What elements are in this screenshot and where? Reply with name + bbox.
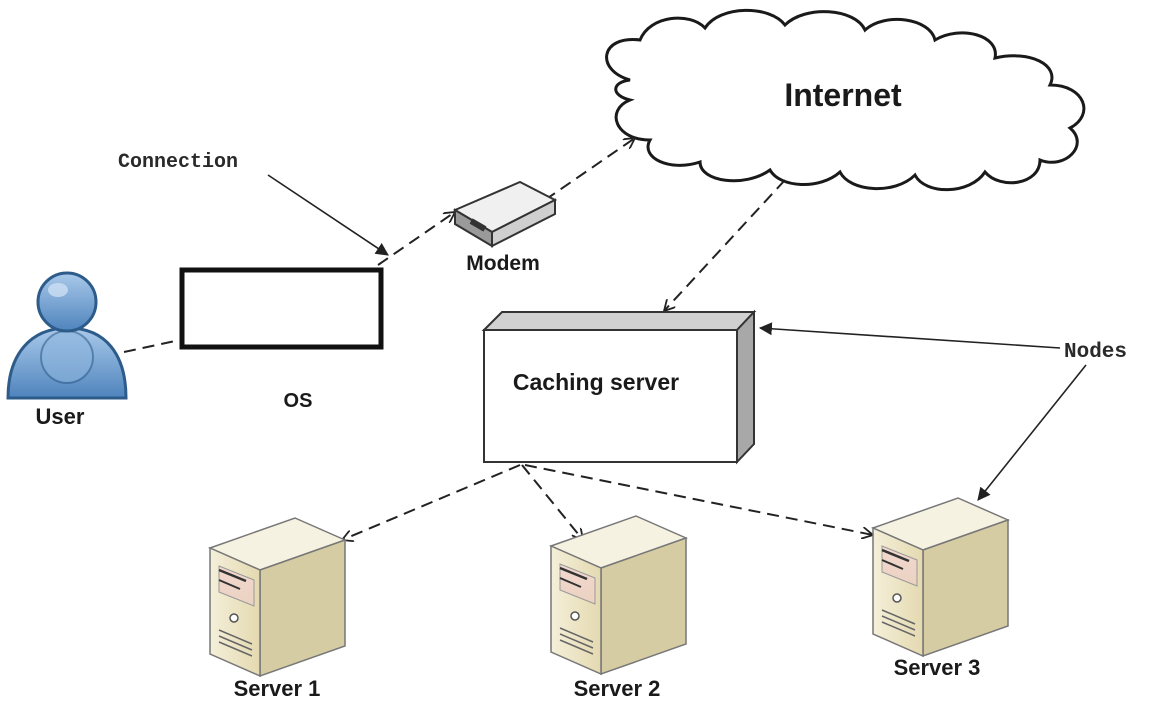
- caching-server-node: Caching server: [481, 309, 757, 465]
- server-tower-icon: [870, 497, 1011, 658]
- link-cache-server1: [342, 464, 521, 540]
- link-user-os: [123, 339, 181, 353]
- server-1-label: Server 1: [234, 676, 321, 701]
- server-2-label: Server 2: [574, 676, 661, 701]
- internet-cloud: Internet: [605, 8, 1086, 192]
- cache-box-side: [736, 309, 755, 465]
- nodes-pointer-server3: [977, 364, 1087, 501]
- server-tower-icon: [548, 515, 689, 676]
- link-internet-cache: [664, 179, 786, 311]
- internet-label: Internet: [784, 77, 902, 113]
- server-1-node: Server 1: [207, 517, 348, 701]
- link-os-modem: [377, 212, 455, 266]
- connection-label: Connection: [118, 151, 238, 174]
- server-3-node: Server 3: [870, 497, 1011, 680]
- caching-server-label: Caching server: [513, 369, 679, 395]
- cache-box-front: [483, 329, 738, 463]
- network-links: [123, 138, 873, 540]
- cloud-icon: [605, 8, 1086, 192]
- server-2-node: Server 2: [548, 515, 689, 701]
- server-tower-icon: [207, 517, 348, 678]
- connection-pointer: [267, 174, 389, 256]
- user-node: User: [6, 271, 128, 429]
- link-cache-server3: [524, 464, 873, 535]
- os-label: OS: [284, 390, 313, 412]
- cache-box-top: [481, 311, 757, 331]
- link-modem-internet: [544, 138, 635, 201]
- link-cache-server2: [521, 464, 583, 540]
- user-icon: [6, 271, 128, 400]
- server-3-label: Server 3: [894, 655, 981, 680]
- modem-node: Modem: [452, 180, 558, 275]
- nodes-label: Nodes: [1064, 341, 1127, 364]
- modem-icon: [452, 180, 558, 248]
- modem-label: Modem: [466, 252, 540, 275]
- os-node: OS: [179, 267, 384, 412]
- nodes-pointer-cache: [758, 322, 1061, 349]
- user-label: User: [36, 404, 85, 429]
- os-box: [179, 267, 384, 350]
